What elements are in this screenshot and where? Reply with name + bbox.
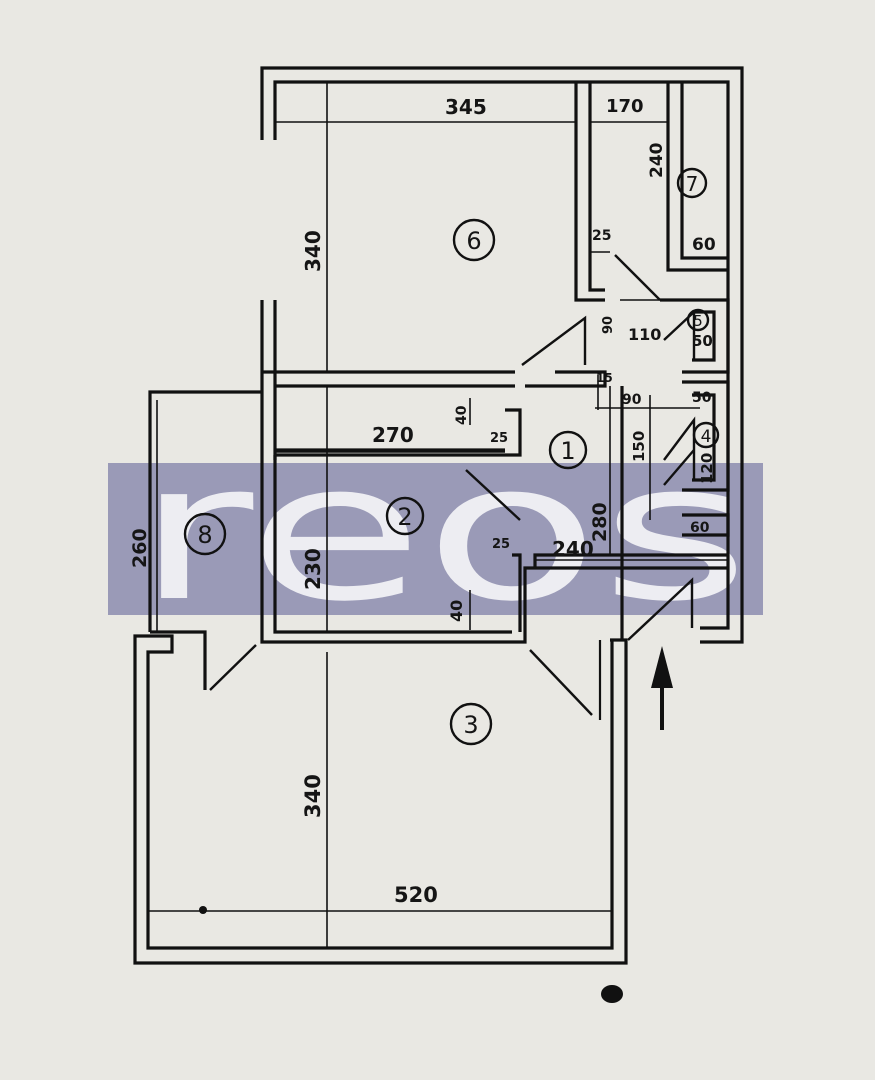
dim-230: 230 bbox=[301, 548, 325, 590]
entrance-arrow-icon bbox=[651, 646, 673, 730]
dim-240: 240 bbox=[552, 537, 594, 561]
dim-120: 120 bbox=[698, 453, 716, 484]
room-7-number: 7 bbox=[686, 172, 699, 196]
room-5-label: 5 bbox=[686, 308, 710, 332]
interior-walls bbox=[260, 82, 730, 720]
dim-60-a: 60 bbox=[692, 235, 716, 255]
room-2-label: 2 bbox=[385, 496, 425, 536]
dim-50-a: 50 bbox=[692, 332, 713, 350]
room-labels: 1 2 3 4 5 6 7 8 bbox=[183, 167, 720, 746]
room-4-number: 4 bbox=[701, 427, 712, 447]
room-7-label: 7 bbox=[676, 167, 708, 199]
dim-345: 345 bbox=[445, 95, 487, 119]
room-5-number: 5 bbox=[693, 312, 703, 330]
watermark-text: reos bbox=[135, 422, 750, 643]
room-8-number: 8 bbox=[197, 521, 212, 549]
dimension-labels: 345 170 240 340 25 60 90 110 50 15 90 50… bbox=[129, 95, 716, 907]
dim-15: 15 bbox=[596, 371, 613, 385]
dim-110: 110 bbox=[628, 325, 661, 344]
room-1-label: 1 bbox=[548, 430, 588, 470]
dim-150: 150 bbox=[630, 431, 648, 462]
room-2-number: 2 bbox=[397, 503, 412, 531]
ink-marks bbox=[199, 906, 623, 1003]
dimension-lines bbox=[148, 82, 728, 948]
dim-520: 520 bbox=[394, 883, 438, 907]
room-8-label: 8 bbox=[183, 512, 227, 556]
dim-40-a: 40 bbox=[454, 405, 470, 425]
dim-40-b: 40 bbox=[447, 600, 466, 622]
dim-260: 260 bbox=[129, 528, 151, 568]
dim-90-a: 90 bbox=[601, 316, 616, 334]
dim-240-top: 240 bbox=[647, 142, 667, 178]
watermark: reos bbox=[108, 422, 763, 643]
room-3-label: 3 bbox=[449, 702, 493, 746]
room-3-number: 3 bbox=[463, 711, 478, 739]
dim-60-b: 60 bbox=[690, 520, 710, 536]
door-swings bbox=[209, 254, 696, 716]
room-6-number: 6 bbox=[466, 227, 481, 255]
dim-170: 170 bbox=[606, 96, 644, 117]
dim-25-a: 25 bbox=[592, 228, 611, 244]
dim-90-b: 90 bbox=[622, 392, 642, 408]
dim-340-top: 340 bbox=[301, 230, 325, 272]
dim-25-c: 25 bbox=[492, 537, 510, 552]
room-4-label: 4 bbox=[692, 421, 720, 449]
dim-280: 280 bbox=[589, 502, 611, 542]
room-6-label: 6 bbox=[452, 218, 496, 262]
dim-270: 270 bbox=[372, 423, 414, 447]
dim-340-bottom: 340 bbox=[301, 774, 325, 818]
dim-25-b: 25 bbox=[490, 431, 508, 446]
room-1-number: 1 bbox=[560, 437, 575, 465]
dim-50-b: 50 bbox=[692, 390, 712, 406]
